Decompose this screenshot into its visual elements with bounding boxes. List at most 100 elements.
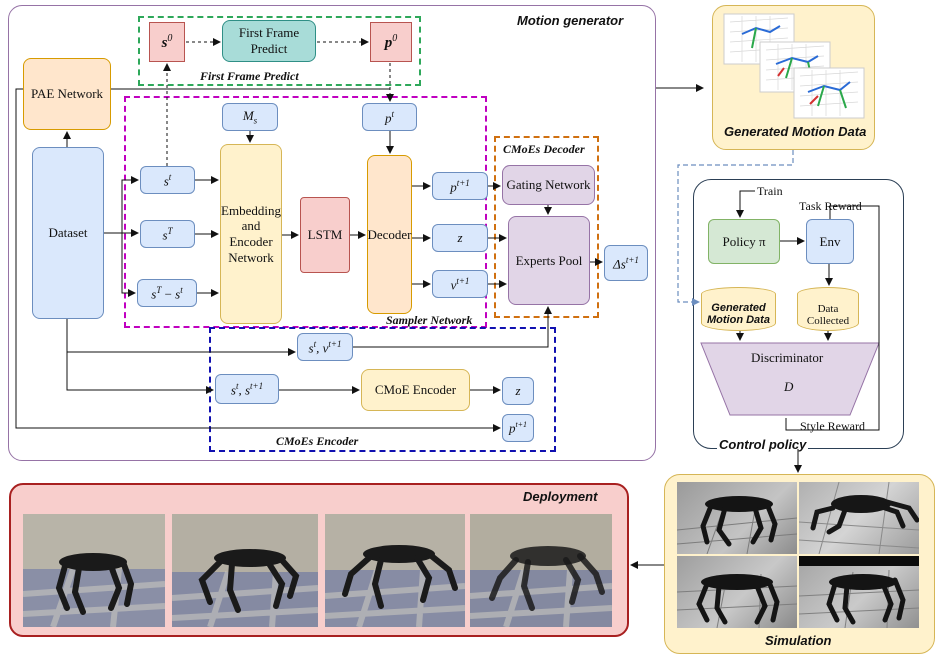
sim-view-4	[799, 556, 919, 628]
motion-generator-region	[8, 5, 656, 461]
cmoe-encoder-box: CMoE Encoder	[361, 369, 470, 411]
st-label: s	[163, 172, 169, 188]
sim-view-3	[677, 556, 797, 628]
enc-pt1-sup: t+1	[515, 420, 528, 430]
data-collected-db: Data Collected	[797, 287, 859, 331]
p0-label: p	[384, 34, 393, 51]
env-box: Env	[806, 219, 854, 264]
deploy-photo-3	[325, 514, 465, 627]
vt1-label: v	[450, 276, 457, 292]
cmoe-encoder-label: CMoE Encoder	[374, 382, 457, 398]
decoder-box: Decoder	[367, 155, 412, 314]
sTm-b: s	[175, 285, 181, 301]
cmoes-decoder-title: CMoEs Decoder	[503, 142, 585, 156]
policy-label: Policy π	[722, 233, 766, 249]
vt1-sup: t+1	[456, 275, 470, 286]
train-label: Train	[757, 184, 783, 198]
dataset-box: Dataset	[32, 147, 104, 319]
sts-a: s	[230, 381, 236, 397]
gating-network-label: Gating Network	[506, 177, 591, 193]
generated-motion-title: Generated Motion Data	[724, 124, 867, 139]
discriminator-label: Discriminator	[751, 350, 824, 365]
data-collected-label: Data Collected	[806, 302, 850, 327]
ms-sub: s	[253, 115, 258, 126]
plot-frame-3	[793, 67, 865, 119]
cmoes-encoder-title: CMoEs Encoder	[276, 434, 359, 448]
sT-minus-st-box: sT − st	[137, 279, 197, 307]
sTm-a: s	[151, 285, 157, 301]
st-box: st	[140, 166, 195, 194]
sts-b-sup: t+1	[250, 380, 264, 391]
experts-pool-label: Experts Pool	[515, 252, 583, 268]
deploy-photo-4	[470, 514, 612, 627]
delta-s-label: Δs	[613, 255, 626, 271]
first-frame-predict-label: First Frame Predict	[238, 25, 300, 56]
deploy-photo-2	[172, 514, 318, 627]
discriminator-shape	[700, 342, 880, 416]
deploy-photo-1	[23, 514, 165, 627]
stv-b: , v	[316, 339, 329, 355]
pae-network-box: PAE Network	[23, 58, 111, 130]
dataset-label: Dataset	[48, 225, 88, 241]
lstm-label: LSTM	[307, 227, 343, 243]
deployment-title: Deployment	[523, 489, 598, 504]
st-st1-box: st, st+1	[215, 374, 279, 404]
sT-sup: T	[167, 225, 173, 236]
env-label: Env	[819, 233, 841, 249]
sim-view-2	[799, 482, 919, 554]
sT-label: s	[162, 226, 168, 242]
z-label: z	[457, 230, 463, 246]
embedding-encoder-box: Embedding and Encoder Network	[220, 144, 282, 324]
enc-pt1-label: p	[508, 420, 516, 436]
pt-label: p	[384, 109, 392, 125]
s0-label: s	[161, 34, 168, 51]
sampler-network-title: Sampler Network	[386, 313, 473, 327]
sim-view-1	[677, 482, 797, 554]
sTm-mid: −	[161, 285, 176, 301]
s0-sup: 0	[167, 32, 173, 44]
ms-label: M	[242, 107, 254, 123]
stv-a-sup: t	[313, 338, 317, 349]
p0-sup: 0	[392, 32, 398, 44]
generated-motion-db: Generated Motion Data	[701, 287, 776, 331]
sTm-b-sup: t	[180, 284, 183, 295]
pt1-box: pt+1	[432, 172, 488, 200]
enc-pt1-box: pt+1	[502, 414, 534, 442]
delta-s-sup: t+1	[625, 254, 639, 265]
sT-box: sT	[140, 220, 195, 248]
first-frame-predict-title: First Frame Predict	[200, 69, 299, 83]
first-frame-predict-group	[138, 16, 421, 86]
lstm-box: LSTM	[300, 197, 350, 273]
ms-box: Ms	[222, 103, 278, 131]
st-sup: t	[168, 171, 172, 182]
pt-sup: t	[391, 108, 394, 119]
generated-motion-plots	[723, 13, 865, 119]
delta-s-box: Δst+1	[604, 245, 648, 281]
pt-box: pt	[362, 103, 417, 131]
pae-network-label: PAE Network	[30, 86, 104, 102]
motion-generator-title: Motion generator	[517, 13, 624, 28]
simulation-title: Simulation	[765, 633, 832, 648]
cmoes-decoder-group	[494, 136, 599, 318]
p0-box: p0	[370, 22, 412, 62]
d-symbol: D	[784, 379, 794, 394]
enc-z-box: z	[502, 377, 534, 405]
decoder-label: Decoder	[367, 226, 412, 242]
pt1-sup: t+1	[456, 177, 470, 188]
enc-z-label: z	[515, 383, 521, 399]
z-box: z	[432, 224, 488, 252]
stv-a: s	[308, 339, 314, 355]
experts-pool-box: Experts Pool	[508, 216, 590, 305]
gating-network-box: Gating Network	[502, 165, 595, 205]
control-policy-title: Control policy	[717, 437, 809, 452]
generated-motion-db-label: Generated Motion Data	[707, 302, 770, 326]
sTm-a-sup: T	[156, 284, 162, 295]
st-vt1-box: st, vt+1	[297, 333, 353, 361]
s0-box: s0	[149, 22, 185, 62]
embedding-encoder-label: Embedding and Encoder Network	[221, 202, 281, 265]
pt1-label: p	[450, 178, 457, 194]
vt1-box: vt+1	[432, 270, 488, 298]
stv-b-sup: t+1	[328, 338, 342, 349]
policy-box: Policy π	[708, 219, 780, 264]
